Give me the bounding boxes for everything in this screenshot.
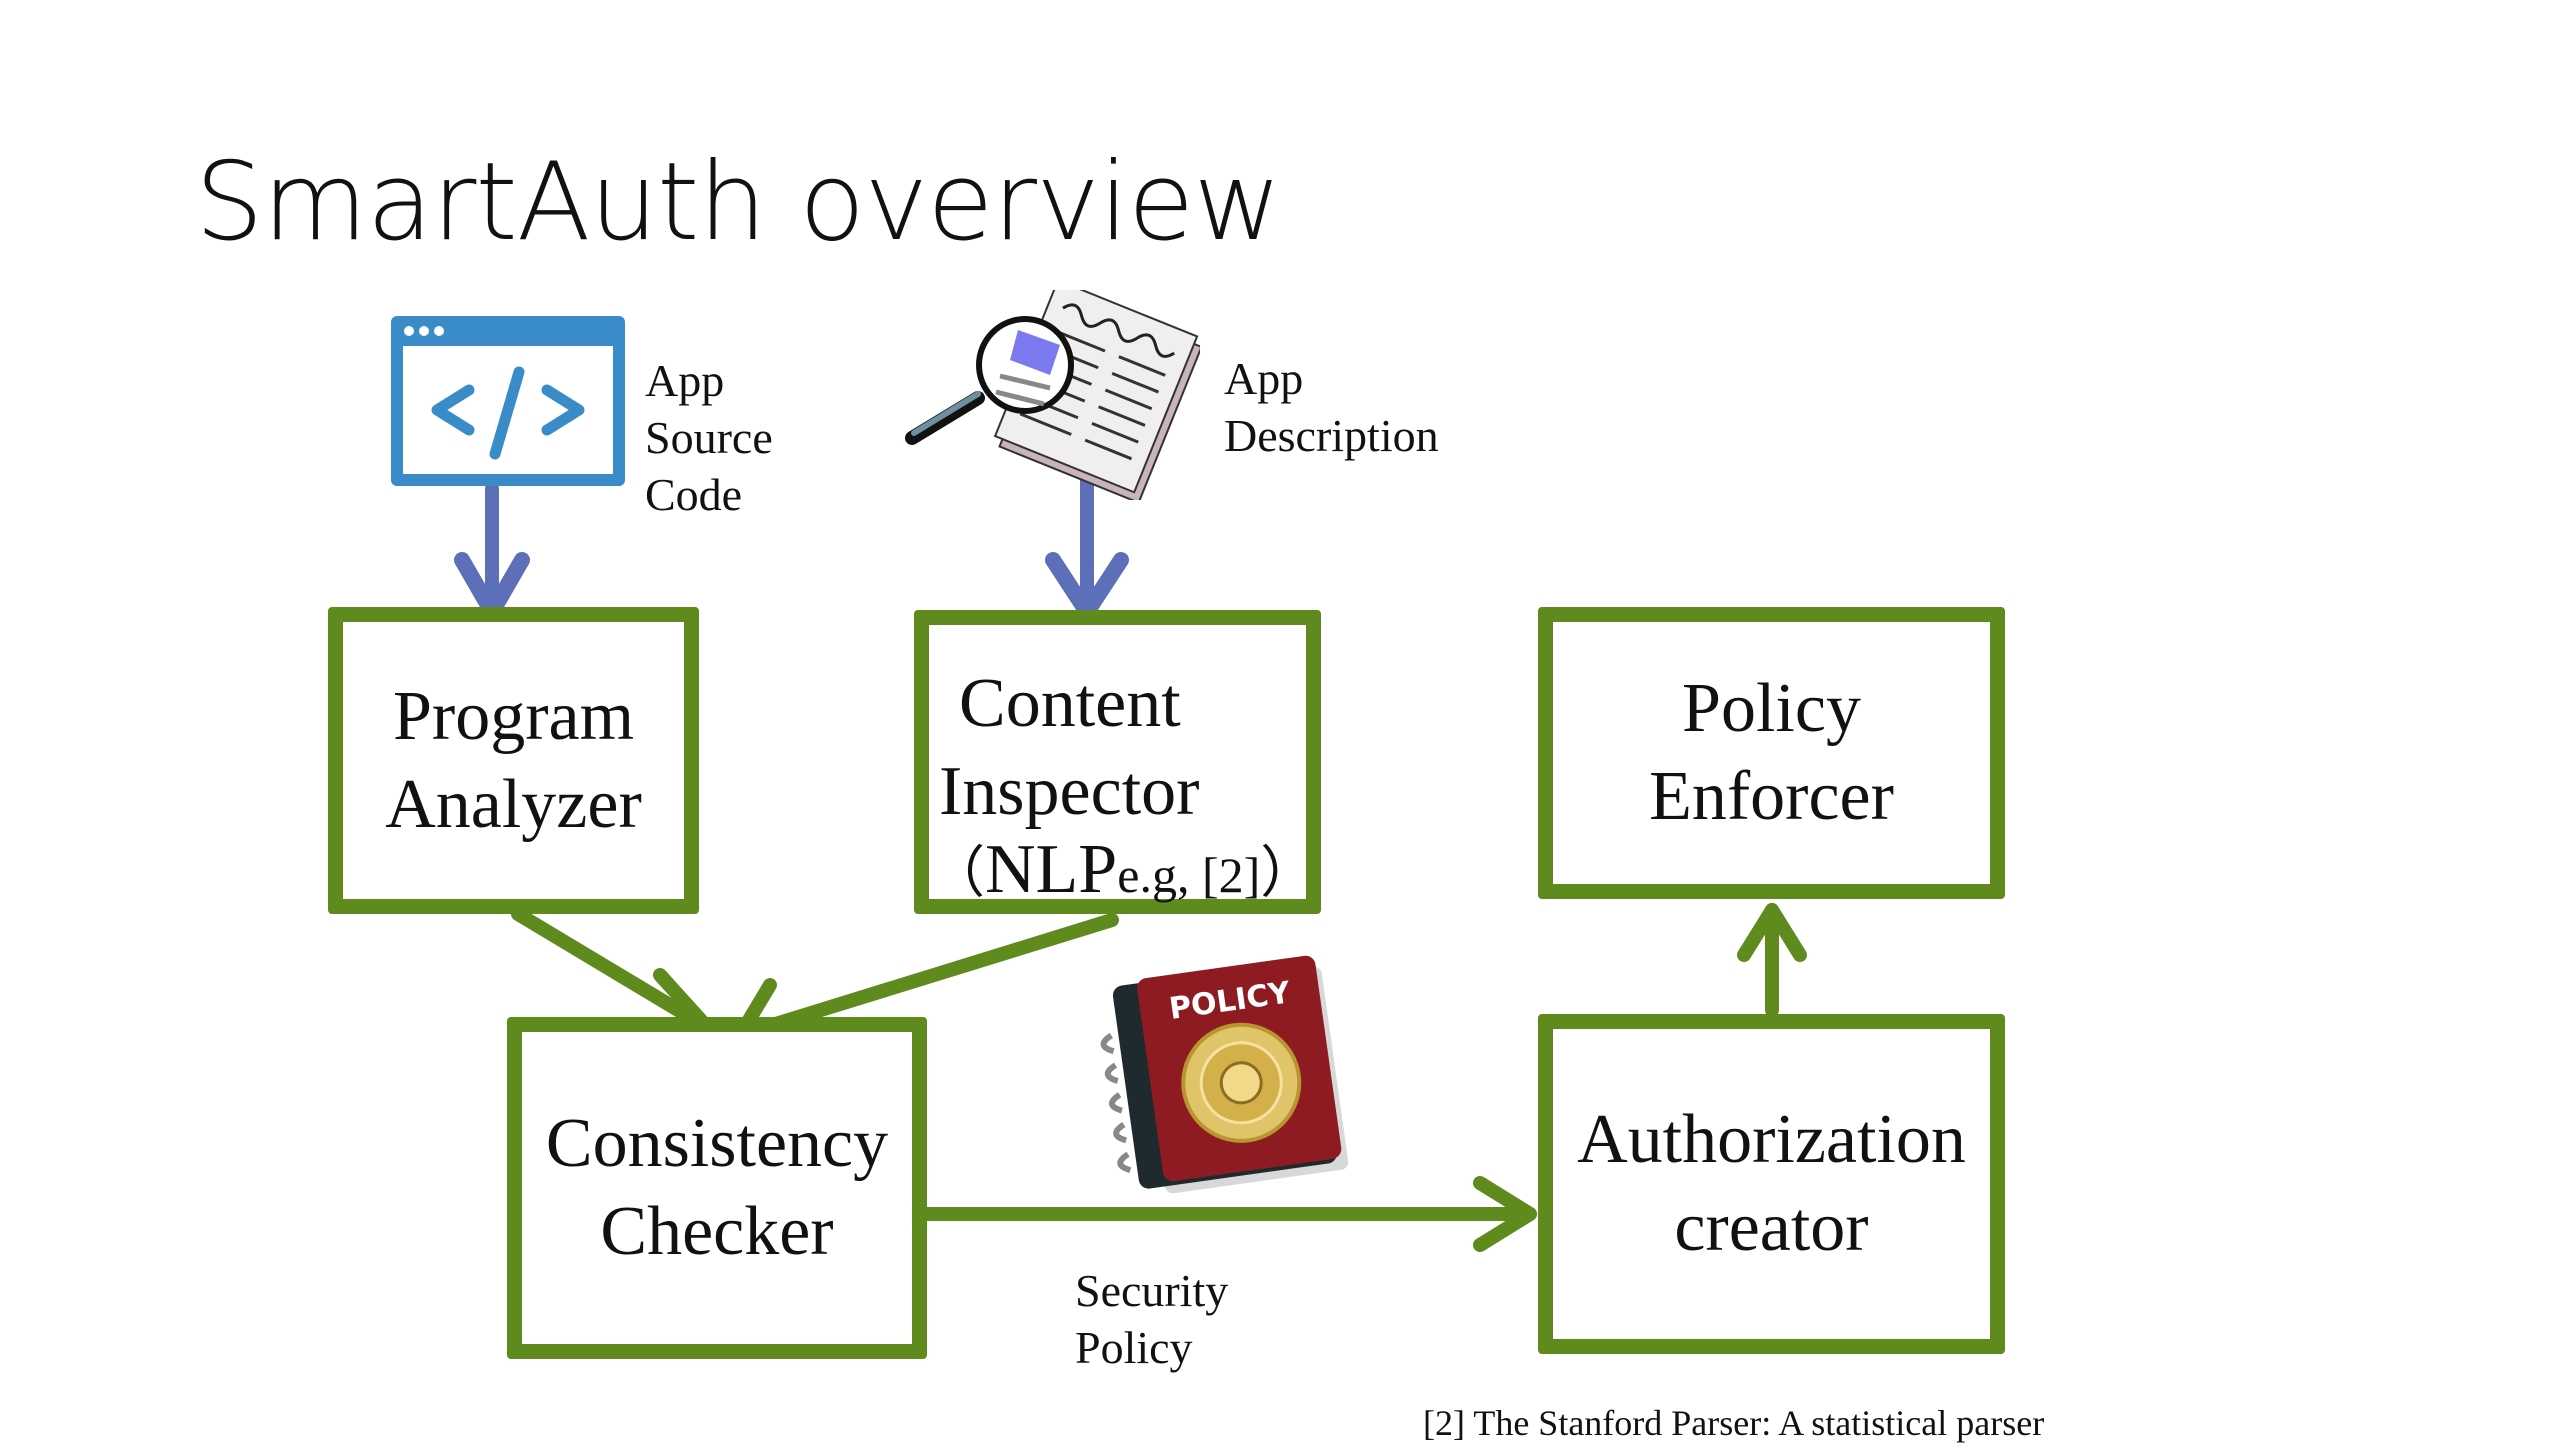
label-line: Source: [645, 412, 773, 463]
nlp-note: （NLPe.g, [2]）: [929, 826, 1316, 919]
consistency-checker-label: Consistency Checker: [546, 1100, 888, 1276]
nlp-text: NLP: [985, 831, 1118, 908]
policy-book-icon: POLICY: [1090, 950, 1360, 1200]
paren-open: （: [929, 843, 985, 905]
source-code-label: App Source Code: [645, 352, 773, 523]
label-line: Program: [392, 677, 635, 755]
arrow-analyzer-to-checker: [511, 907, 715, 1037]
document-magnifier-icon: [900, 278, 1203, 504]
content-inspector-box: Content Inspector （NLPe.g, [2]）: [914, 610, 1321, 914]
arrow-authorization-to-enforcer: [1737, 903, 1807, 1017]
policy-enforcer-label: Policy Enforcer: [1649, 665, 1894, 841]
label-line: Checker: [600, 1193, 834, 1270]
slide-title: SmartAuth overview: [195, 140, 1282, 265]
label-line: Consistency: [545, 1105, 889, 1182]
code-window-icon: [387, 312, 629, 490]
label-line: App: [645, 355, 725, 406]
paren-close: ）: [1260, 843, 1317, 905]
label-line: Inspector: [939, 753, 1200, 830]
security-policy-label: Security Policy: [1075, 1262, 1228, 1376]
policy-enforcer-box: Policy Enforcer: [1538, 607, 2005, 899]
label-line: Content: [959, 665, 1181, 742]
arrow-checker-to-authorization: [920, 1176, 1537, 1252]
label-line: Analyzer: [385, 765, 642, 843]
program-analyzer-box: Program Analyzer: [328, 607, 699, 914]
label-line: Code: [645, 469, 743, 520]
description-label: App Description: [1224, 350, 1439, 464]
label-line: creator: [1674, 1189, 1869, 1266]
label-line: Policy: [1075, 1322, 1193, 1373]
label-line: Enforcer: [1649, 758, 1894, 835]
label-line: Authorization: [1577, 1101, 1966, 1178]
label-line: Security: [1075, 1265, 1229, 1316]
program-analyzer-label: Program Analyzer: [385, 673, 642, 849]
authorization-creator-label: Authorization creator: [1577, 1096, 1966, 1272]
citation-text: e.g, [2]: [1117, 847, 1261, 903]
content-inspector-label: Content Inspector （NLPe.g, [2]）: [929, 660, 1316, 919]
label-line: Policy: [1682, 670, 1861, 747]
footnote: [2] The Stanford Parser: A statistical p…: [1423, 1403, 2045, 1443]
consistency-checker-box: Consistency Checker: [507, 1017, 927, 1359]
arrow-source-to-analyzer: [454, 482, 530, 620]
authorization-creator-box: Authorization creator: [1538, 1014, 2005, 1354]
label-line: Description: [1224, 410, 1439, 461]
label-line: App: [1224, 353, 1304, 404]
